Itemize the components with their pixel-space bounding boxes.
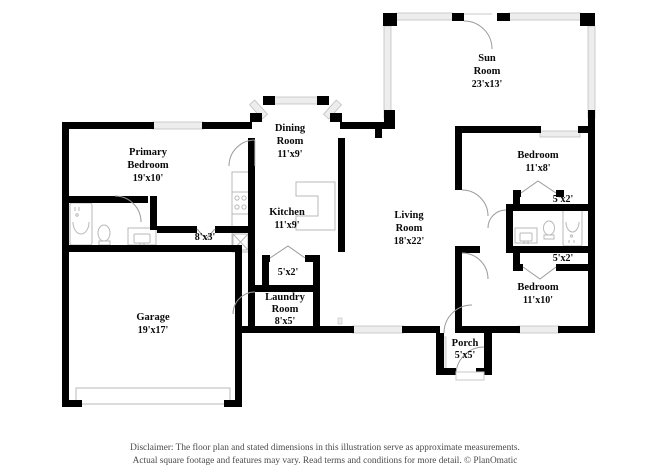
room-label-living-room: Living Room 18'x22': [394, 210, 425, 247]
room-labels-layer: Primary Bedroom 19'x10' Dining Room 11'x…: [127, 53, 573, 361]
windows-layer: [151, 12, 596, 370]
room-name-line2: Bedroom: [127, 160, 168, 171]
disclaimer: Disclaimer: The floor plan and stated di…: [0, 442, 650, 467]
room-label-garage: Garage 19'x17': [136, 312, 170, 336]
vanity-hall: [514, 227, 538, 244]
room-name-line1: Dining: [275, 123, 306, 134]
closet-dimensions-bedroom-2: 5'x2': [553, 194, 574, 205]
room-dimensions: 11'x10': [523, 295, 553, 306]
room-name-line1: Sun: [478, 53, 496, 64]
room-dimensions: 23'x13': [472, 79, 503, 90]
window: [151, 121, 205, 130]
window: [508, 12, 582, 21]
room-name-line1: Living: [394, 210, 424, 221]
room-name-line1: Bedroom: [517, 282, 558, 293]
toilet-primary: [97, 224, 111, 246]
bathtub-primary: [69, 202, 93, 246]
fixtures-layer: [69, 171, 583, 405]
walls-layer: [62, 13, 595, 407]
room-dimensions: 11'x9': [274, 220, 299, 231]
room-label-dining-room: Dining Room 11'x9': [275, 123, 306, 160]
closet-dimensions-laundry: 5'x2': [278, 267, 299, 278]
vanity-primary: [127, 227, 157, 246]
kitchen-island: [295, 181, 336, 231]
window: [587, 25, 596, 119]
room-name-line1: Laundry: [265, 292, 305, 303]
room-label-bedroom-3: Bedroom 11'x10': [517, 282, 558, 306]
disclaimer-line-1: Disclaimer: The floor plan and stated di…: [130, 443, 520, 454]
room-label-sun-room: Sun Room 23'x13': [472, 53, 503, 90]
toilet-hall: [543, 220, 555, 240]
window: [539, 130, 581, 138]
room-label-bedroom-2: Bedroom 11'x8': [517, 150, 558, 174]
room-dimensions: 19'x17': [138, 325, 169, 336]
room-name-line2: Room: [277, 136, 304, 147]
room-dimensions: 11'x9': [277, 149, 302, 160]
room-dimensions: 19'x10': [133, 173, 164, 184]
window: [517, 325, 561, 334]
window: [351, 325, 405, 334]
closet-dimensions-hall: 8'x3': [195, 232, 216, 243]
room-label-porch: Porch 5'x5': [452, 338, 479, 361]
room-dimensions: 18'x22': [394, 236, 425, 247]
room-label-laundry-room: Laundry Room 8'x5': [265, 292, 305, 327]
disclaimer-line-2: Actual square footage and features may v…: [132, 455, 518, 466]
doors-layer: [114, 13, 557, 381]
window: [395, 12, 454, 21]
room-name-line1: Primary: [129, 147, 168, 158]
room-name-line1: Garage: [136, 312, 170, 323]
closet-dimensions-bedroom-3: 5'x2': [553, 253, 574, 264]
room-name-line2: Room: [474, 66, 501, 77]
room-name-line1: Kitchen: [269, 207, 305, 218]
garage-door-panel: [75, 387, 231, 405]
room-name-line2: Room: [272, 304, 299, 315]
room-label-primary-bedroom: Primary Bedroom 19'x10': [127, 147, 168, 184]
shower-hall: [562, 207, 583, 247]
room-name-line2: Room: [396, 223, 423, 234]
stove-icon: [231, 191, 250, 215]
room-label-kitchen: Kitchen 11'x9': [269, 207, 305, 231]
room-name-line1: Porch: [452, 338, 479, 349]
room-dimensions: 5'x5': [455, 350, 476, 361]
room-dimensions: 8'x5': [275, 316, 296, 327]
window: [383, 25, 392, 119]
room-name-line1: Bedroom: [517, 150, 558, 161]
room-dimensions: 11'x8': [525, 163, 550, 174]
window: [337, 317, 343, 325]
